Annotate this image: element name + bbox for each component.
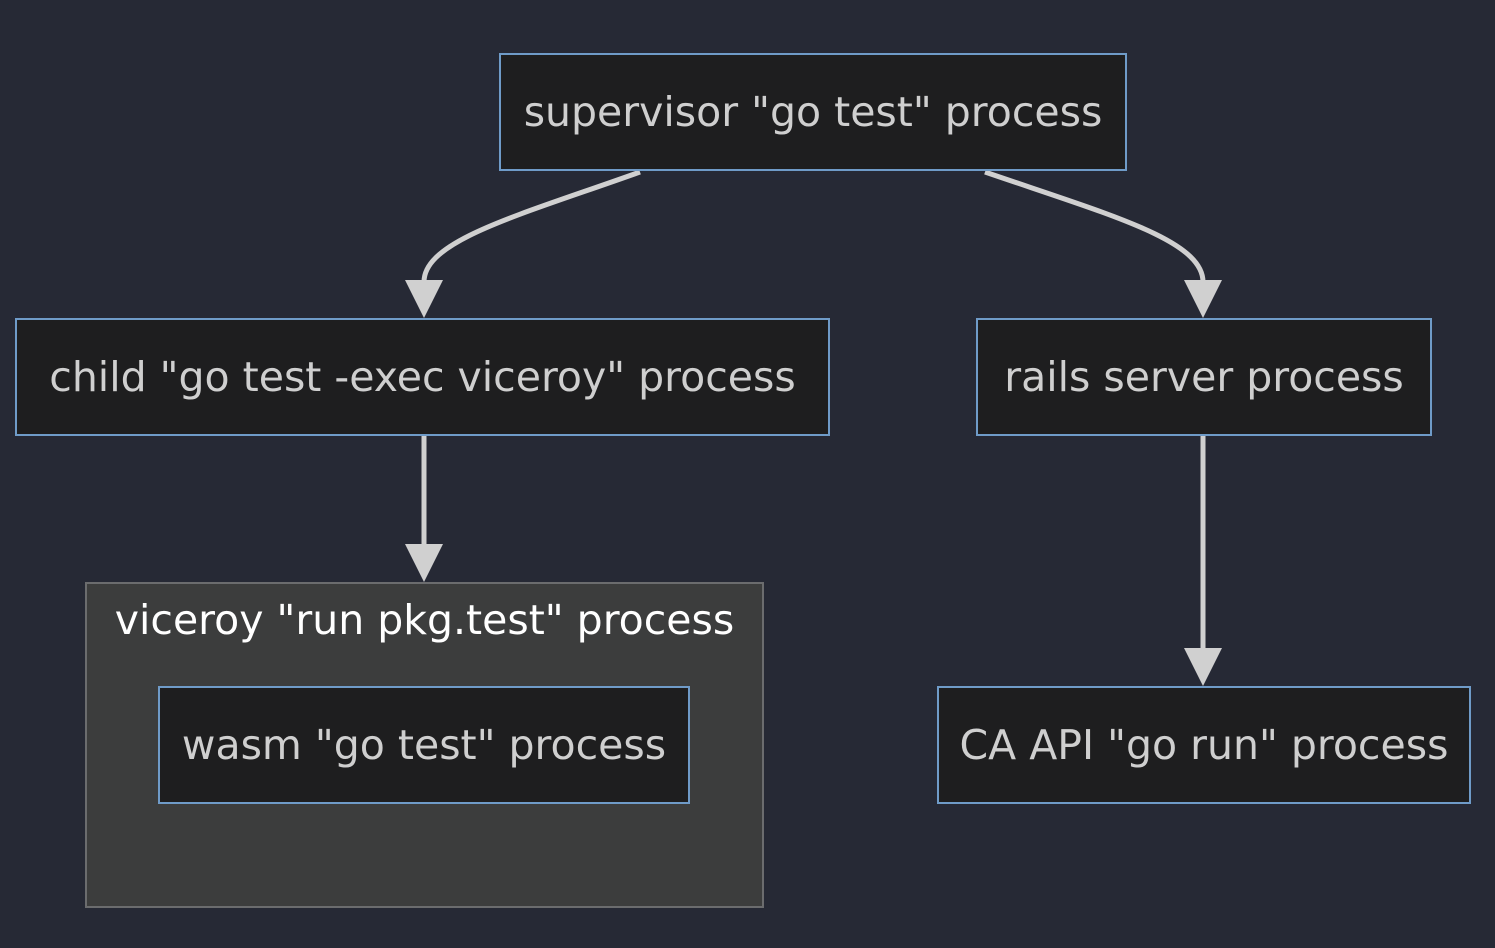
node-child-process[interactable]: child "go test -exec viceroy" process: [15, 318, 830, 436]
edge-supervisor-to-rails: [984, 169, 1206, 283]
arrowhead-viceroy: [405, 544, 443, 582]
node-wasm-process[interactable]: wasm "go test" process: [158, 686, 690, 804]
arrowhead-child: [405, 280, 443, 318]
node-supervisor-process[interactable]: supervisor "go test" process: [499, 53, 1127, 171]
node-rails-server-process[interactable]: rails server process: [976, 318, 1432, 436]
node-ca-api-process[interactable]: CA API "go run" process: [937, 686, 1471, 804]
edge-supervisor-to-child: [421, 169, 641, 283]
cluster-viceroy-label: viceroy "run pkg.test" process: [114, 596, 735, 644]
arrowhead-ca-api: [1184, 648, 1222, 686]
arrowhead-rails: [1184, 280, 1222, 318]
